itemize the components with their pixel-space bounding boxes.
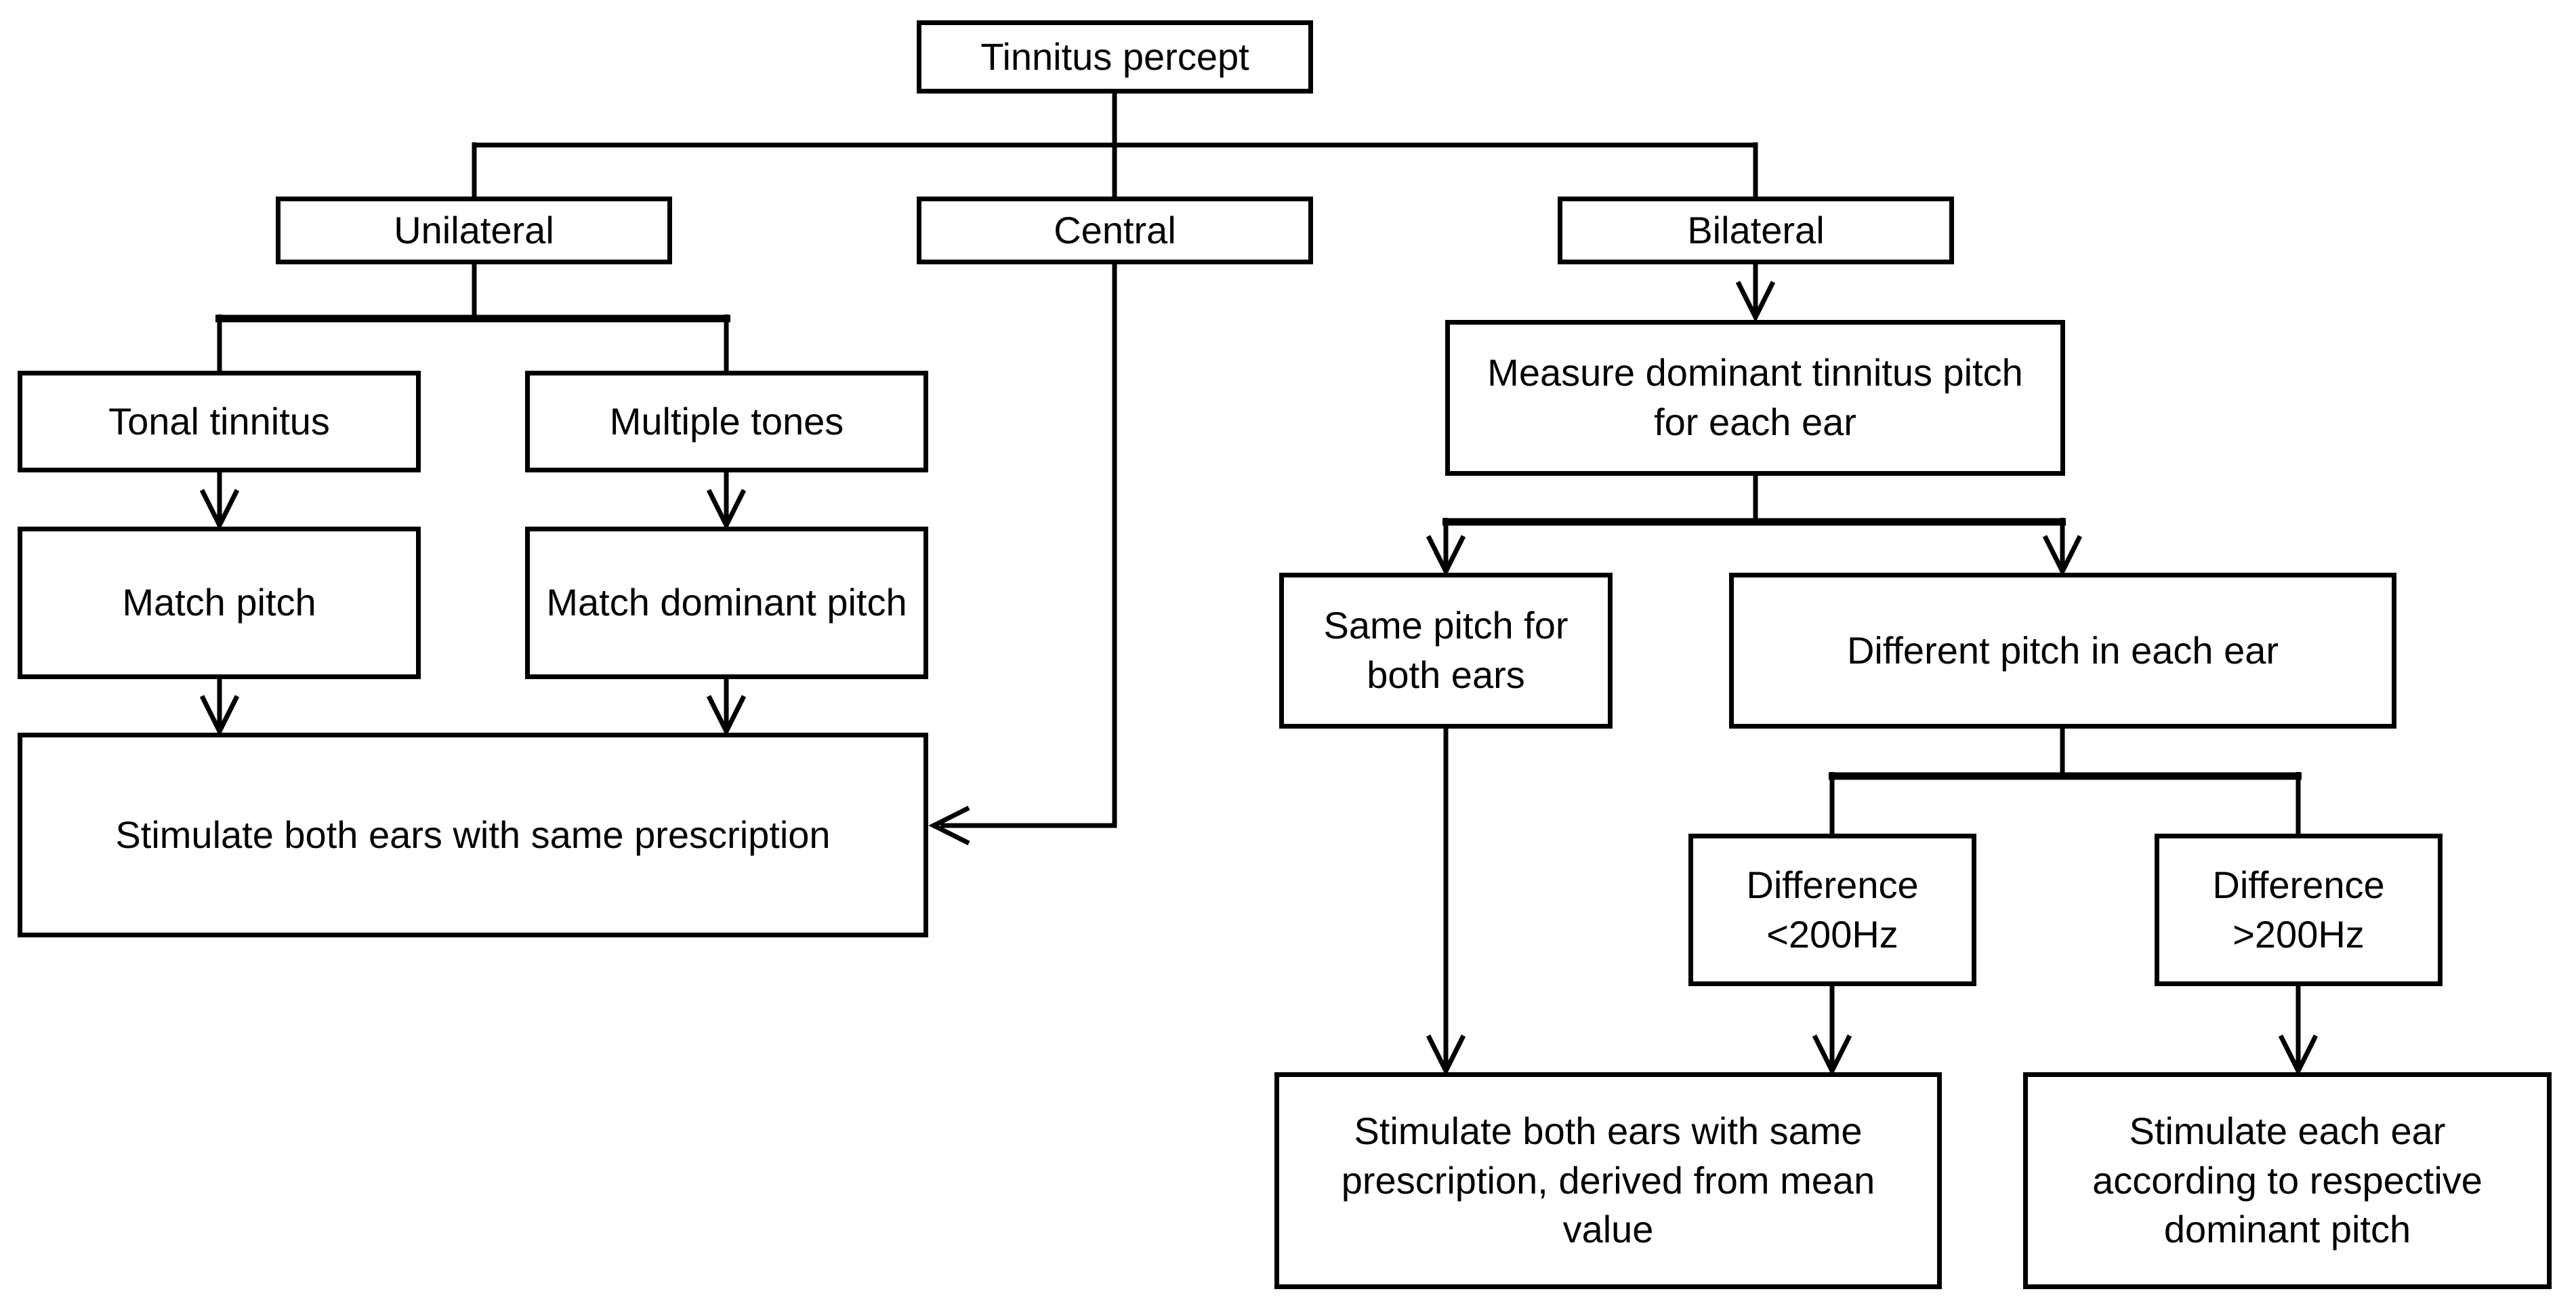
- edge-measure-branch: [1442, 473, 2066, 526]
- node-same-pitch-both-ears: Same pitch for both ears: [1279, 573, 1613, 729]
- edge-root-branch: [472, 91, 1758, 199]
- node-tinnitus-percept: Tinnitus percept: [917, 20, 1313, 94]
- edge-unilateral-branch: [215, 262, 730, 373]
- node-different-pitch-each-ear: Different pitch in each ear: [1729, 573, 2396, 729]
- node-label: Same pitch for both ears: [1323, 604, 1569, 696]
- node-match-pitch: Match pitch: [18, 527, 421, 679]
- edge-lt200-to-stimulate-mean: [1812, 983, 1852, 1076]
- node-measure-dominant-pitch: Measure dominant tinnitus pitch for each…: [1445, 320, 2065, 476]
- node-stimulate-mean-value: Stimulate both ears with same prescripti…: [1274, 1072, 1942, 1289]
- node-label: Unilateral: [394, 208, 554, 251]
- node-difference-gt-200hz: Difference >200Hz: [2155, 834, 2443, 986]
- edge-gt200-to-stimulate-each: [2278, 983, 2319, 1076]
- node-match-dominant-pitch: Match dominant pitch: [525, 527, 928, 679]
- node-label: Different pitch in each ear: [1846, 628, 2279, 672]
- node-stimulate-each-ear: Stimulate each ear according to respecti…: [2023, 1072, 2552, 1289]
- edge-multiple-to-match-dominant: [706, 470, 747, 531]
- edge-measure-to-same-pitch: [1426, 518, 1466, 577]
- node-label: Multiple tones: [609, 399, 844, 443]
- node-label: Difference <200Hz: [1746, 863, 1919, 956]
- node-label: Tonal tinnitus: [108, 399, 330, 443]
- node-bilateral: Bilateral: [1558, 197, 1954, 264]
- node-label: Stimulate both ears with same prescripti…: [1341, 1109, 1875, 1251]
- node-label: Match pitch: [122, 581, 316, 624]
- node-central: Central: [917, 197, 1313, 264]
- node-label: Bilateral: [1687, 208, 1825, 251]
- edge-match-pitch-to-stimulate-same: [199, 676, 240, 737]
- node-tonal-tinnitus: Tonal tinnitus: [18, 371, 421, 472]
- node-unilateral: Unilateral: [276, 197, 672, 264]
- node-label: Stimulate each ear according to respecti…: [2092, 1109, 2482, 1251]
- edge-match-dominant-to-stimulate-same: [706, 676, 747, 737]
- node-label: Stimulate both ears with same prescripti…: [115, 813, 831, 856]
- edge-measure-to-different-pitch: [2042, 518, 2083, 577]
- edge-different-pitch-branch: [1829, 726, 2302, 836]
- edge-same-pitch-to-stimulate-mean: [1426, 726, 1466, 1076]
- node-multiple-tones: Multiple tones: [525, 371, 928, 472]
- node-label: Measure dominant tinnitus pitch for each…: [1487, 351, 2023, 443]
- node-difference-lt-200hz: Difference <200Hz: [1688, 834, 1976, 986]
- node-label: Central: [1054, 208, 1176, 251]
- node-stimulate-same-prescription: Stimulate both ears with same prescripti…: [18, 733, 928, 937]
- edge-tonal-to-match-pitch: [199, 470, 240, 531]
- node-label: Difference >200Hz: [2212, 863, 2385, 956]
- edge-central-to-stimulate-same: [928, 262, 1117, 846]
- node-label: Tinnitus percept: [980, 35, 1249, 78]
- node-label: Match dominant pitch: [546, 581, 907, 624]
- edge-bilateral-to-measure: [1735, 262, 1776, 323]
